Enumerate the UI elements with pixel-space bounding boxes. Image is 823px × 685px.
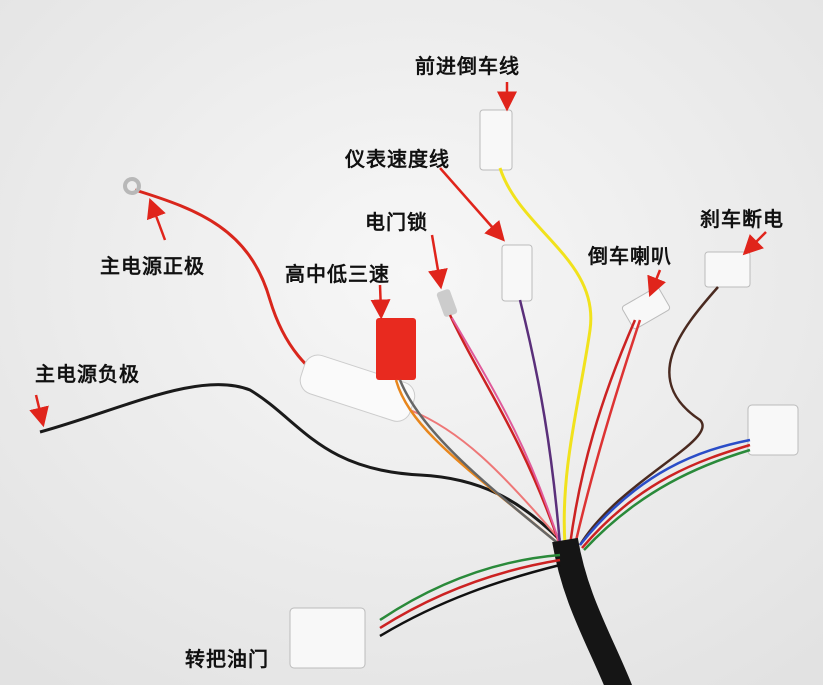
label-main-negative: 主电源负极 (35, 362, 140, 386)
brake-connector (704, 251, 751, 288)
speedometer-connector (501, 244, 533, 302)
forward-reverse-connector (479, 109, 513, 171)
label-ignition-lock: 电门锁 (365, 210, 428, 234)
horn-connector (621, 286, 671, 330)
ring-terminal (123, 177, 141, 195)
label-brake-cutoff: 刹车断电 (700, 207, 784, 231)
negative-wire (39, 383, 562, 542)
three-speed-connector (376, 318, 416, 380)
main-harness (552, 537, 632, 685)
label-speedometer: 仪表速度线 (345, 147, 450, 171)
label-reverse-horn: 倒车喇叭 (588, 244, 672, 268)
ignition-terminal (436, 289, 458, 317)
label-throttle: 转把油门 (185, 647, 269, 671)
label-main-positive: 主电源正极 (100, 254, 205, 278)
fuse-holder (299, 354, 416, 422)
right-connector (747, 404, 799, 456)
label-forward-reverse: 前进倒车线 (415, 54, 520, 78)
throttle-connector (289, 607, 366, 669)
label-three-speed: 高中低三速 (285, 262, 390, 286)
label-arrows (29, 82, 767, 428)
